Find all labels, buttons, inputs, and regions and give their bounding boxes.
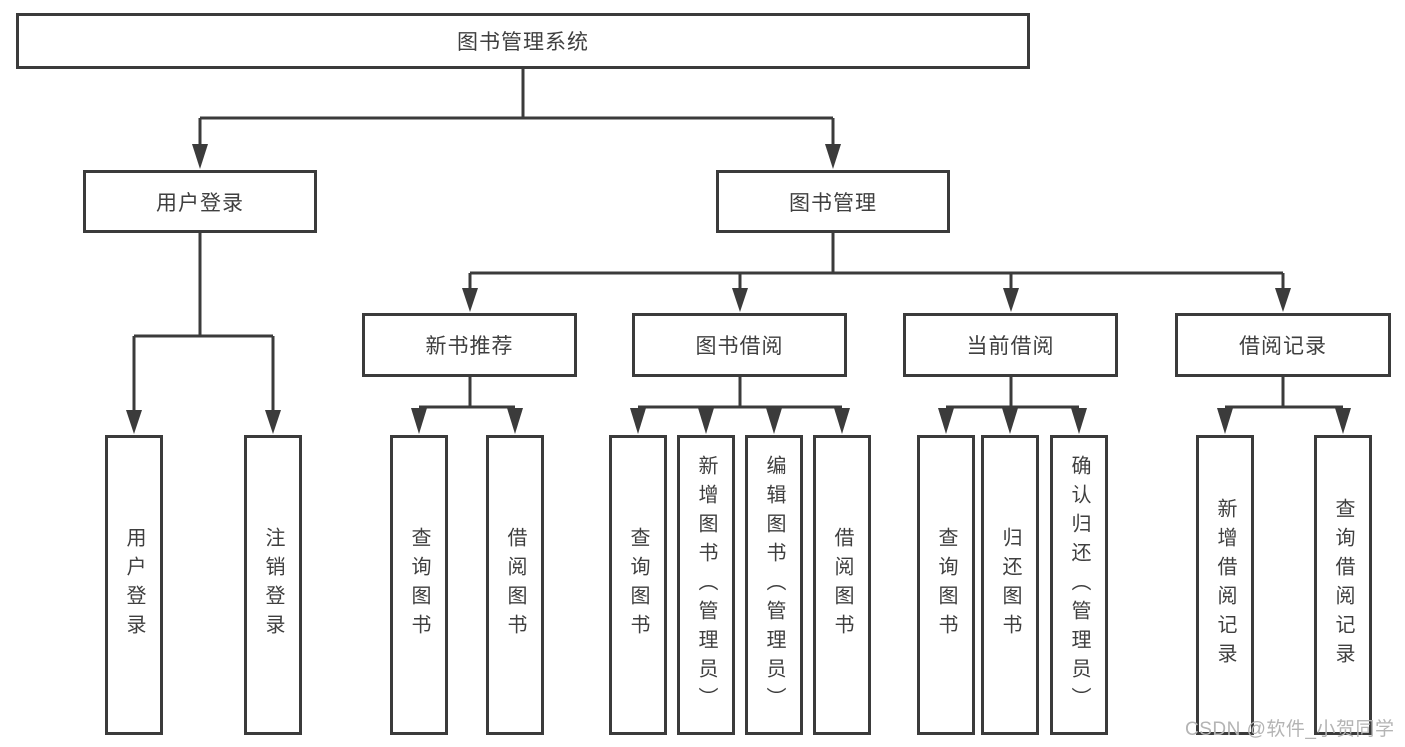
node-book-borrow-label: 图书借阅 [695, 335, 784, 358]
leaf-borrow-books-label: 借阅图书 [831, 527, 853, 643]
leaf-query-books-current: 查询图书 [917, 435, 975, 735]
leaf-add-borrow-record-label: 新增借阅记录 [1214, 498, 1236, 672]
node-new-book-recommend-label: 新书推荐 [425, 335, 514, 358]
node-book-management: 图书管理 [716, 170, 950, 233]
leaf-return-books: 归还图书 [981, 435, 1039, 735]
node-library-system: 图书管理系统 [16, 13, 1030, 69]
node-book-borrow: 图书借阅 [632, 313, 847, 377]
connector-current-to-leaves [938, 377, 1087, 434]
leaf-query-borrow-record-label: 查询借阅记录 [1332, 498, 1354, 672]
node-user-login-label: 用户登录 [156, 191, 244, 215]
node-current-borrow: 当前借阅 [903, 313, 1118, 377]
leaf-query-books-current-label: 查询图书 [935, 527, 957, 643]
leaf-add-books-admin: 新增图书（管理员） [677, 435, 735, 735]
leaf-query-books-recommend-label: 查询图书 [408, 527, 430, 643]
connector-recommend-to-leaves [411, 377, 523, 434]
node-borrow-records-label: 借阅记录 [1239, 335, 1327, 358]
node-new-book-recommend: 新书推荐 [362, 313, 577, 377]
leaf-user-login-label: 用户登录 [123, 527, 145, 643]
node-user-login: 用户登录 [83, 170, 317, 233]
csdn-watermark: CSDN @软件_小贺同学 [1185, 719, 1395, 740]
leaf-query-books-borrow: 查询图书 [609, 435, 667, 735]
leaf-confirm-return-admin: 确认归还（管理员） [1050, 435, 1108, 735]
node-library-system-label: 图书管理系统 [457, 31, 589, 54]
connector-mgmt-to-level3 [462, 233, 1291, 312]
leaf-query-borrow-record: 查询借阅记录 [1314, 435, 1372, 735]
leaf-user-login: 用户登录 [105, 435, 163, 735]
leaf-query-books-borrow-label: 查询图书 [627, 527, 649, 643]
connector-records-to-leaves [1217, 377, 1351, 434]
leaf-add-borrow-record: 新增借阅记录 [1196, 435, 1254, 735]
leaf-edit-books-admin-label: 编辑图书（管理员） [763, 454, 785, 716]
leaf-edit-books-admin: 编辑图书（管理员） [745, 435, 803, 735]
leaf-logout-login: 注销登录 [244, 435, 302, 735]
leaf-borrow-books-recommend-label: 借阅图书 [504, 527, 526, 643]
connector-root-to-level2 [192, 69, 841, 169]
leaf-borrow-books-recommend: 借阅图书 [486, 435, 544, 735]
connector-login-to-leaves [126, 233, 281, 434]
connector-borrow-to-leaves [630, 377, 850, 434]
node-book-management-label: 图书管理 [789, 191, 877, 215]
leaf-query-books-recommend: 查询图书 [390, 435, 448, 735]
leaf-borrow-books: 借阅图书 [813, 435, 871, 735]
node-borrow-records: 借阅记录 [1175, 313, 1391, 377]
leaf-return-books-label: 归还图书 [999, 527, 1021, 643]
leaf-add-books-admin-label: 新增图书（管理员） [695, 454, 717, 716]
leaf-confirm-return-admin-label: 确认归还（管理员） [1068, 454, 1090, 716]
node-current-borrow-label: 当前借阅 [966, 335, 1055, 358]
leaf-logout-login-label: 注销登录 [262, 527, 284, 643]
